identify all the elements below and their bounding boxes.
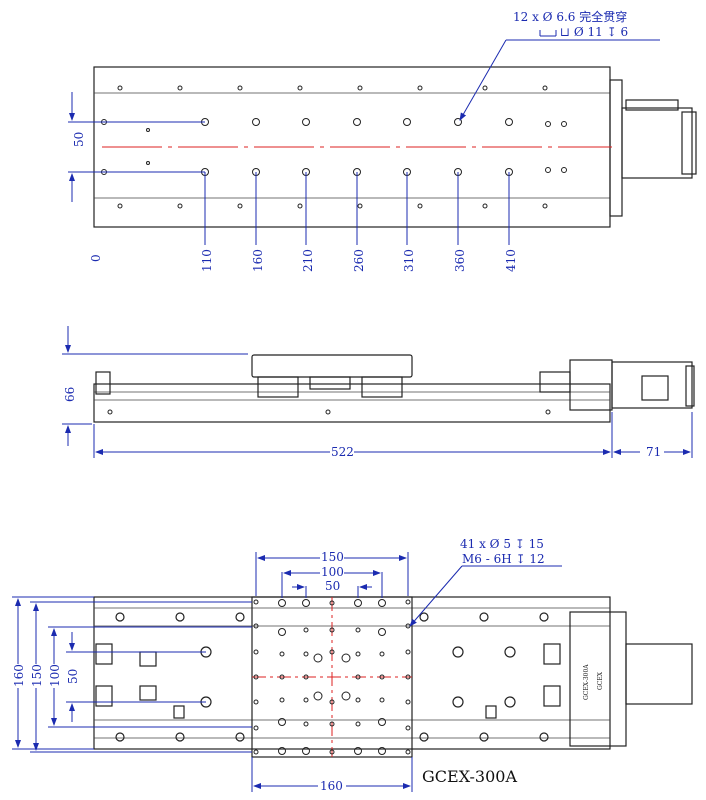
pos-260: 260 (352, 249, 366, 272)
side-dim-522: 522 (331, 445, 354, 459)
top-position-labels: 0 110 160 210 260 310 360 410 (89, 249, 518, 272)
pos-360: 360 (453, 249, 467, 272)
bottom-view: 150 100 50 41 x Ø 5 ↧ 15 M6 - 6H ↧ 12 16… (12, 537, 693, 793)
motor-label-2: GCEX (597, 671, 604, 690)
top-callout-1: 12 x Ø 6.6 完全贯穿 (513, 9, 627, 24)
rail-holes (115, 612, 549, 742)
side-dim-66: 66 (63, 387, 77, 402)
bottom-callout-1: 41 x Ø 5 ↧ 15 (460, 537, 544, 551)
carriage-holes (253, 599, 411, 755)
bottom-dim-100: 100 (321, 565, 344, 579)
pos-160: 160 (251, 249, 265, 272)
side-dim-71: 71 (646, 445, 661, 459)
left-dim-150: 150 (30, 664, 44, 687)
pos-110: 110 (200, 249, 214, 272)
pos-310: 310 (402, 249, 416, 272)
pos-0: 0 (89, 254, 103, 262)
bottom-dim-50: 50 (325, 579, 340, 593)
pos-210: 210 (301, 249, 315, 272)
bottom-callout-2: M6 - 6H ↧ 12 (462, 552, 545, 566)
bottom-dim-150: 150 (321, 550, 344, 564)
top-dim-50: 50 (72, 132, 86, 147)
pos-410: 410 (504, 249, 518, 272)
left-dim-50: 50 (66, 669, 80, 684)
top-view: 12 x Ø 6.6 完全贯穿 ⊔ Ø 11 ↧ 6 50 0 110 160 … (68, 9, 697, 272)
model-label: GCEX-300A (422, 767, 517, 786)
top-callout-2: ⊔ Ø 11 ↧ 6 (560, 25, 628, 39)
motor-label-1: GCEX-300A (583, 664, 590, 700)
bottom-dim-160: 160 (320, 779, 343, 793)
left-dim-100: 100 (48, 664, 62, 687)
side-view: 66 522 71 (62, 326, 695, 459)
left-dim-160: 160 (12, 664, 26, 687)
